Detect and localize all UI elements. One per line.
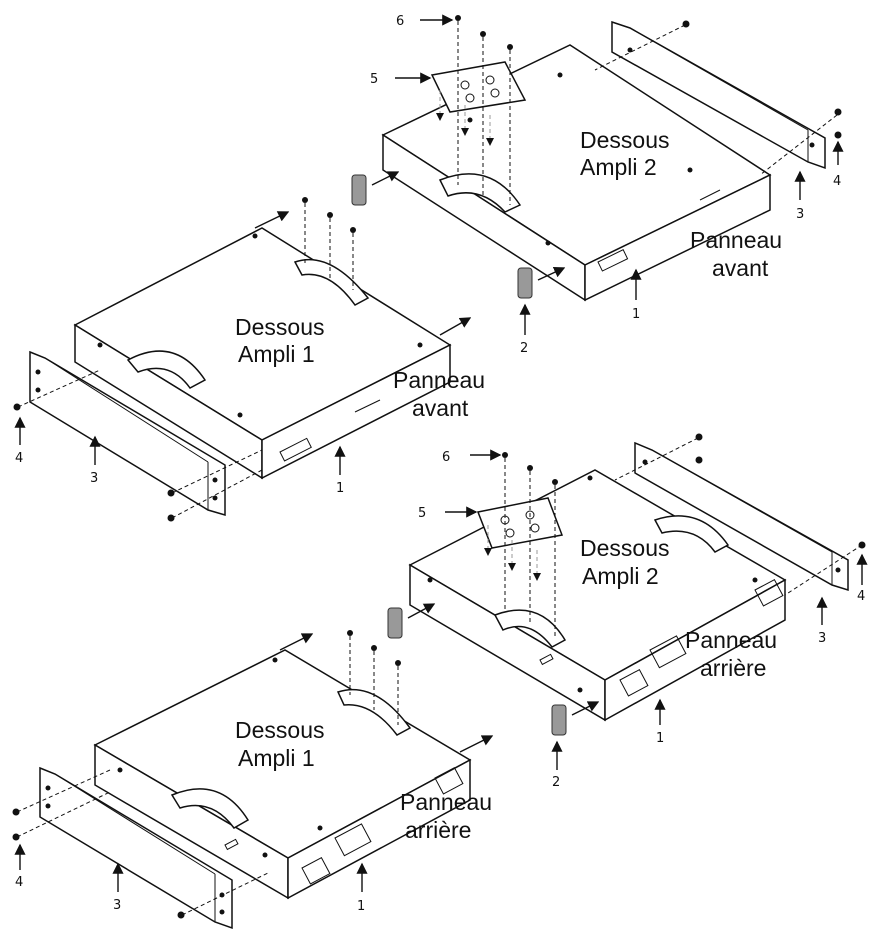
panel-label-line2: arrière xyxy=(405,817,471,843)
amp1-front-controls xyxy=(279,437,312,462)
callout-3: 3 xyxy=(818,631,826,646)
amp1-top-bracket xyxy=(293,258,370,306)
rubber-foot-pad xyxy=(387,607,403,639)
power-inlet-icon xyxy=(619,668,649,697)
amp-label-line2: Ampli 2 xyxy=(580,154,657,180)
screw-icon xyxy=(13,403,21,411)
amp1-bottom-bracket xyxy=(126,350,207,389)
panel-label-line1: Panneau xyxy=(400,789,492,815)
screw-icon xyxy=(302,197,356,290)
panel-label-line2: avant xyxy=(712,255,769,281)
amp-label-line1: Dessous xyxy=(235,314,324,340)
screw-icon xyxy=(347,630,401,725)
panel-label-line1: Panneau xyxy=(393,367,485,393)
amp2-bottom-bracket xyxy=(438,173,522,213)
screw-icon xyxy=(167,514,175,522)
callout-4: 4 xyxy=(833,174,841,189)
screw-icon xyxy=(12,833,20,841)
amp-label-line1: Dessous xyxy=(580,127,669,153)
screw-icon xyxy=(167,489,175,497)
screw-icon xyxy=(695,433,703,441)
rubber-foot-pad xyxy=(551,704,567,736)
rubber-foot-pad xyxy=(517,267,533,299)
callout-1: 1 xyxy=(336,481,344,496)
power-inlet-icon xyxy=(301,856,331,885)
screw-icon xyxy=(834,108,842,116)
callout-3: 3 xyxy=(796,207,804,222)
assembly-front-amp1 xyxy=(13,197,472,522)
link-plate xyxy=(476,497,564,549)
amp1-rear-face xyxy=(287,758,471,900)
screw-icon xyxy=(682,20,690,28)
panel-label-line2: avant xyxy=(412,395,469,421)
callout-2: 2 xyxy=(552,775,560,790)
screw-icon xyxy=(834,131,842,139)
amp1-top-bracket xyxy=(336,688,412,736)
assembly-rear-amp2 xyxy=(387,433,868,770)
amp2-rear-face xyxy=(604,578,786,722)
amp-label-line1: Dessous xyxy=(580,535,669,561)
callout-5: 5 xyxy=(418,506,426,521)
screw-icon xyxy=(12,808,20,816)
callout-3: 3 xyxy=(90,471,98,486)
callout-4: 4 xyxy=(857,589,865,604)
amp-label-line1: Dessous xyxy=(235,717,324,743)
screw-icon xyxy=(858,541,866,549)
callout-2: 2 xyxy=(520,341,528,356)
callout-3: 3 xyxy=(113,898,121,913)
assembly-rear-amp1 xyxy=(12,630,494,930)
callout-1: 1 xyxy=(357,899,365,914)
screw-icon xyxy=(436,15,513,205)
screw-icon xyxy=(177,911,185,919)
amp2-bottom-bracket xyxy=(493,609,567,648)
callout-6: 6 xyxy=(396,14,404,29)
panel-label-line1: Panneau xyxy=(685,627,777,653)
panel-label-line1: Panneau xyxy=(690,227,782,253)
screw-icon xyxy=(484,452,558,638)
amp1-bottom-bracket xyxy=(170,788,250,829)
assembly-front-amp2 xyxy=(351,14,844,335)
panel-label-line2: arrière xyxy=(700,655,766,681)
callout-4: 4 xyxy=(15,451,23,466)
callout-6: 6 xyxy=(442,450,450,465)
amp-label-line2: Ampli 2 xyxy=(582,563,659,589)
rubber-foot-pad xyxy=(351,174,367,206)
callout-4: 4 xyxy=(15,875,23,890)
callout-1: 1 xyxy=(656,731,664,746)
callout-1: 1 xyxy=(632,307,640,322)
amp-label-line2: Ampli 1 xyxy=(238,745,315,771)
link-plate xyxy=(430,61,527,113)
screw-icon xyxy=(695,456,703,464)
amp2-front-controls xyxy=(597,249,629,272)
amp-label-line2: Ampli 1 xyxy=(238,341,315,367)
callout-5: 5 xyxy=(370,72,378,87)
